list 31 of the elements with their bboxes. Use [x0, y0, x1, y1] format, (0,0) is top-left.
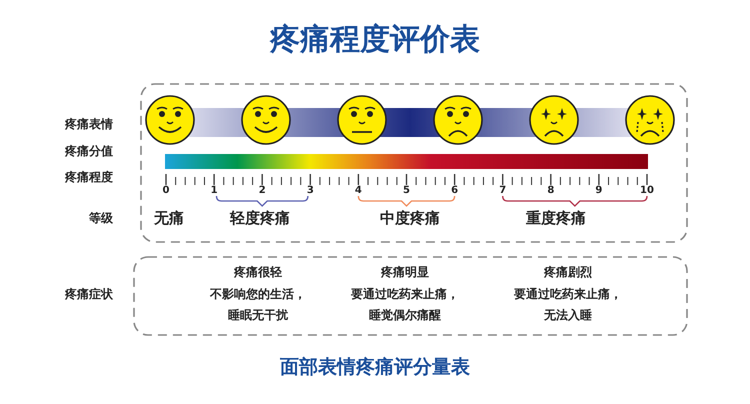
symptom-text: 疼痛很轻	[234, 265, 282, 280]
symptom-text: 疼痛剧烈	[544, 265, 592, 280]
tick-label: 8	[547, 185, 554, 197]
tick-label: 3	[306, 185, 314, 197]
level-label: 重度疼痛	[526, 209, 586, 227]
tick-label: 0	[162, 185, 170, 197]
row-label: 疼痛症状	[65, 287, 113, 302]
symptom-text: 要通过吃药来止痛，	[351, 287, 459, 302]
row-label: 等级	[89, 211, 113, 226]
title: 疼痛程度评价表	[268, 22, 481, 58]
symptom-text: 睡眠无干扰	[228, 308, 288, 322]
caption: 面部表情疼痛评分量表	[279, 356, 471, 379]
tick-label: 1	[210, 185, 218, 197]
tick-label: 5	[403, 185, 410, 197]
symptom-text: 要通过吃药来止痛，	[514, 287, 622, 302]
row-label: 疼痛分值	[65, 144, 113, 158]
tick-label: 6	[451, 185, 458, 197]
level-label: 无痛	[154, 209, 184, 227]
level-label: 轻度疼痛	[230, 209, 290, 227]
tick-label: 9	[595, 185, 602, 197]
level-label: 中度疼痛	[380, 209, 440, 227]
row-label: 疼痛程度	[65, 170, 113, 184]
tick-label: 10	[640, 185, 654, 197]
symptom-text: 疼痛明显	[381, 265, 429, 280]
symptom-text: 睡觉偶尔痛醒	[369, 308, 441, 322]
tick-label: 2	[258, 185, 266, 197]
symptom-text: 无法入睡	[544, 308, 592, 322]
symptom-text: 不影响您的生活，	[210, 287, 306, 302]
row-label: 疼痛表情	[65, 117, 113, 132]
tick-label: 4	[354, 185, 362, 197]
tick-label: 7	[499, 185, 506, 197]
